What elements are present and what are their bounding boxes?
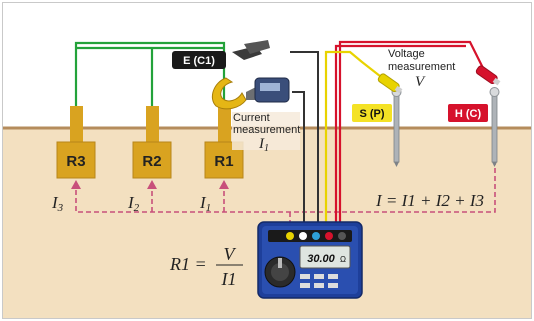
electrode-r1-label: R1 <box>214 153 233 170</box>
yellow-wire <box>324 50 386 232</box>
current-label-i2: I2 <box>127 193 140 214</box>
meter-display-unit: Ω <box>340 255 346 264</box>
tag-s-p-text: S (P) <box>359 108 384 120</box>
resistance-equation: R1 = V I1 <box>169 244 243 289</box>
current-measurement-label: Current measurement I1 <box>232 112 300 154</box>
svg-text:R1 =: R1 = <box>169 254 207 274</box>
current-arrows <box>71 180 229 189</box>
meter-display-value: 30.00 <box>307 253 335 265</box>
meter-button <box>314 274 324 279</box>
current-label-i3: I3 <box>51 193 64 214</box>
meter-button <box>300 274 310 279</box>
total-current-equation: I = I1 + I2 + I3 <box>375 191 484 210</box>
voltage-measurement-label: Voltage measurement V <box>388 48 455 90</box>
meter-button <box>300 283 310 288</box>
svg-text:measurement: measurement <box>233 124 300 136</box>
current-return-paths <box>75 160 496 228</box>
svg-text:V: V <box>224 244 237 264</box>
electrode-r2-label: R2 <box>142 153 161 170</box>
probe-spike-h <box>489 87 500 167</box>
dark-wires <box>290 51 319 232</box>
yellow-clip <box>377 73 403 94</box>
clamp-sensor <box>211 40 290 110</box>
meter-button <box>314 283 324 288</box>
electrode-r2: R2 <box>132 106 172 179</box>
meter-button <box>328 274 338 279</box>
tag-e-c1-text: E (C1) <box>183 55 215 67</box>
current-label-i1: I1 <box>199 193 211 214</box>
svg-text:I1: I1 <box>221 269 237 289</box>
meter: 30.00 Ω <box>257 221 363 299</box>
voltage-symbol: V <box>415 74 426 90</box>
meter-button <box>328 283 338 288</box>
svg-text:Current: Current <box>233 112 270 124</box>
red-wire <box>334 40 486 232</box>
meter-display <box>299 245 351 269</box>
tag-h-c-text: H (C) <box>455 108 482 120</box>
svg-text:measurement: measurement <box>388 61 455 73</box>
svg-text:Voltage: Voltage <box>388 48 425 60</box>
green-wire <box>74 41 226 108</box>
tag-s-p: S (P) <box>352 104 392 122</box>
tag-e-c1: E (C1) <box>172 51 226 69</box>
current-symbol: I1 <box>258 136 269 154</box>
red-clip <box>475 65 501 86</box>
tag-h-c: H (C) <box>448 104 488 122</box>
electrode-r3: R3 <box>56 106 96 179</box>
electrode-r3-label: R3 <box>66 153 85 170</box>
